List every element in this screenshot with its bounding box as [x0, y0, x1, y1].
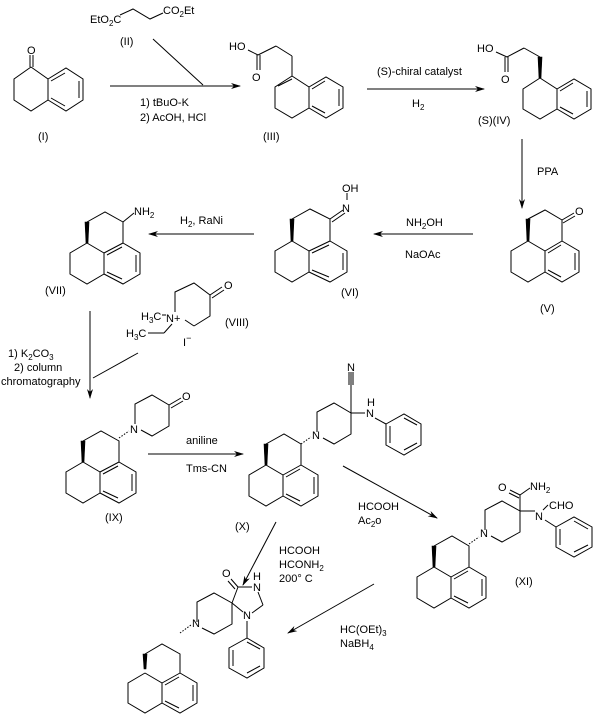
condition-text: 2) AcOH, HCl: [140, 112, 206, 124]
atom-label-ho: HO: [477, 43, 494, 55]
compound-label-VI: (VI): [341, 287, 359, 299]
atom-label-o: O: [224, 280, 233, 292]
atom-label-n: N: [535, 511, 543, 523]
compound-label-V: (V): [540, 303, 555, 315]
reaction-arrow: [342, 465, 438, 519]
atom-label-n: N: [342, 203, 350, 215]
atom-label-o: O: [252, 72, 261, 84]
atom-label-o: O: [498, 482, 507, 494]
step-VI-to-VII: H2, RaNi: [148, 215, 254, 237]
condition-text: aniline: [186, 435, 218, 447]
compound-XI: O NH2 N CHO N (XI): [416, 481, 593, 609]
atom-label-o: O: [501, 74, 510, 86]
atom-label-n-pip: N: [192, 618, 200, 630]
atom-label-nh2: NH2: [530, 481, 551, 495]
compound-label-VII: (VII): [45, 285, 66, 297]
compound-VIII: O N+ H3C H3C I− (VIII): [92, 280, 249, 379]
step-III-to-IV: (S)-chiral catalyst H2: [367, 66, 485, 112]
condition-text: H2: [412, 98, 425, 112]
condition-text: HCOOH: [279, 545, 320, 557]
methyl-label: H3C: [141, 311, 161, 325]
atom-label-n: N: [130, 424, 138, 436]
compound-label-VIII: (VIII): [225, 317, 249, 329]
condition-text: NH2OH: [406, 217, 443, 231]
atom-label-h: H: [367, 397, 375, 409]
ethyl-label: H3C: [126, 328, 146, 342]
compound-I: O (I): [13, 45, 84, 143]
compound-X: N N H N (X): [235, 362, 422, 533]
compound-IV: HO O (S)(IV): [477, 43, 592, 127]
condition-text: 1) K2CO3: [8, 348, 54, 362]
condition-text: PPA: [537, 166, 559, 178]
atom-label-n-amine: N: [366, 408, 374, 420]
step-IX-to-X: aniline Tms-CN: [148, 435, 244, 475]
compound-IX: O N (IX): [65, 391, 191, 524]
compound-V: O (V): [510, 206, 584, 315]
atom-label-o: O: [27, 45, 36, 57]
condition-text: HCOOH: [358, 501, 399, 513]
compound-VII: NH2 (VII): [45, 206, 155, 297]
condition-text: HCONH2: [279, 559, 324, 573]
compound-label-XI: (XI): [515, 576, 533, 588]
compound-label-III: (III): [263, 131, 280, 143]
condition-text: chromatography: [1, 376, 81, 388]
reaction-arrow: [242, 521, 277, 586]
atom-label-nh2: NH2: [134, 206, 155, 220]
compound-VI: N OH (VI): [274, 183, 359, 299]
reaction-arrow: [287, 583, 375, 634]
condition-text: 2) column: [14, 362, 62, 374]
condition-text: HC(OEt)3: [340, 624, 387, 638]
compound-label-I: (I): [38, 131, 48, 143]
iodide-label: I−: [183, 333, 191, 349]
atom-label-n: N: [312, 430, 320, 442]
compound-label-IX: (IX): [105, 512, 123, 524]
atom-label-o: O: [182, 391, 191, 403]
atom-label-ho: HO: [229, 41, 246, 53]
condition-text: (S)-chiral catalyst: [377, 66, 462, 78]
step-I-to-III: 1) tBuO-K 2) AcOH, HCl: [110, 83, 241, 124]
compound-label-II: (II): [120, 36, 133, 48]
step-X-to-final: HCOOH HCONH2 200° C: [242, 521, 324, 586]
step-XI-to-final: HC(OEt)3 NaBH4: [287, 583, 387, 652]
atom-label-n-pip: N: [480, 528, 488, 540]
ester-right: CO2Et: [163, 5, 194, 19]
atom-label-n-phenyl: N: [243, 610, 251, 622]
compound-label-X: (X): [235, 521, 250, 533]
condition-text: NaOAc: [405, 249, 441, 261]
compound-III: HO O (III): [229, 41, 344, 143]
step-V-to-VI: NH2OH NaOAc: [373, 217, 473, 261]
condition-text: H2, RaNi: [180, 215, 223, 229]
condition-text: Ac2o: [358, 515, 381, 529]
condition-text: 1) tBuO-K: [140, 97, 190, 109]
condition-text: Tms-CN: [186, 463, 227, 475]
compound-final: O N H N N: [127, 568, 265, 714]
step-VII-to-IX: 1) K2CO3 2) column chromatography: [1, 311, 93, 399]
atom-label-h: H: [253, 571, 261, 583]
atom-label-n-plus: N+: [166, 313, 180, 325]
atom-label-o: O: [575, 206, 584, 218]
atom-label-o: O: [222, 568, 231, 580]
formyl-label: CHO: [549, 500, 574, 512]
atom-label-oh: OH: [342, 183, 359, 195]
atom-label-nh: N: [253, 582, 261, 594]
compound-II: EtO2C CO2Et (II): [90, 5, 204, 86]
condition-text: 200° C: [279, 573, 313, 585]
step-IV-to-V: PPA: [519, 139, 559, 209]
compound-label-IV: (S)(IV): [478, 115, 510, 127]
atom-label-n-nitrile: N: [347, 362, 355, 374]
condition-text: NaBH4: [340, 638, 374, 652]
step-X-to-XI: HCOOH Ac2o: [342, 465, 438, 529]
ester-left: EtO2C: [90, 14, 121, 28]
